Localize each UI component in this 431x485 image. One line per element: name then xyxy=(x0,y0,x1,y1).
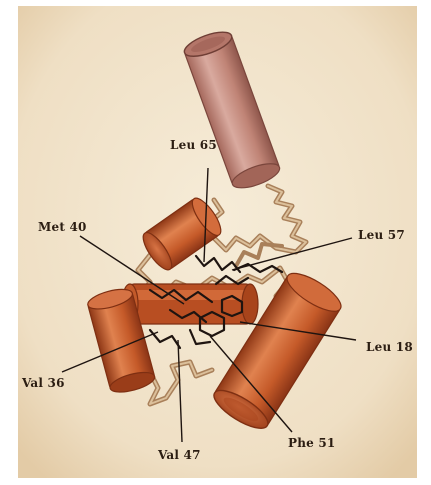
label-met40: Met 40 xyxy=(38,220,87,234)
label-phe51: Phe 51 xyxy=(288,436,335,450)
label-leu57: Leu 57 xyxy=(358,228,405,242)
helix-middle xyxy=(122,284,258,324)
label-val47: Val 47 xyxy=(158,448,201,462)
label-val36: Val 36 xyxy=(22,376,65,390)
label-leu65: Leu 65 xyxy=(170,138,217,152)
label-leu18: Leu 18 xyxy=(366,340,413,354)
